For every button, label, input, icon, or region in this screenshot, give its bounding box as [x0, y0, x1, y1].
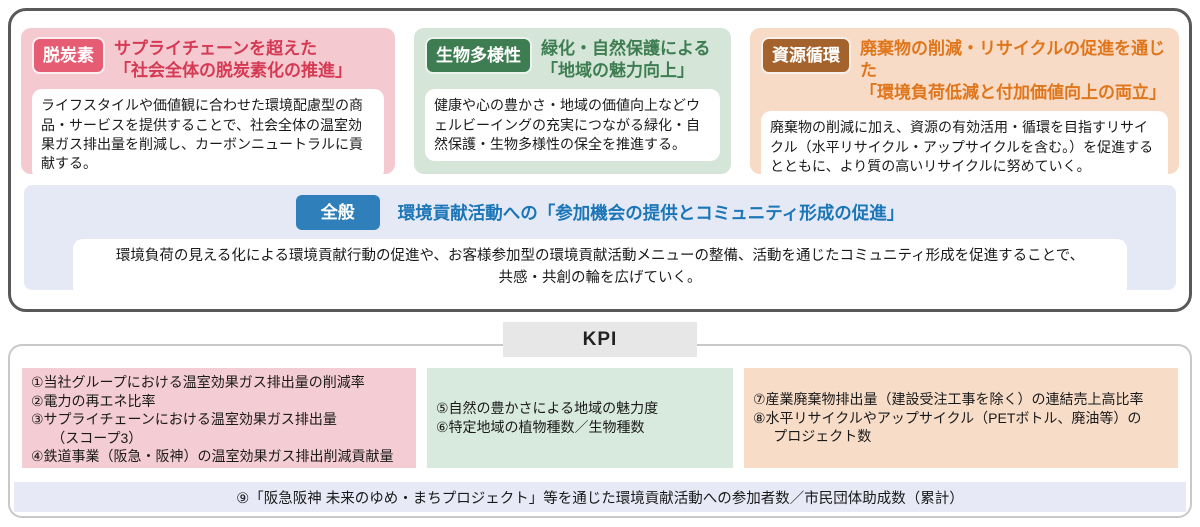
- strategy-panel: 脱炭素 サプライチェーンを超えた 「社会全体の脱炭素化の推進」 ライフスタイルや…: [8, 8, 1192, 312]
- strategy-cards-row: 脱炭素 サプライチェーンを超えた 「社会全体の脱炭素化の推進」 ライフスタイルや…: [21, 28, 1179, 184]
- decarbonization-title: サプライチェーンを超えた 「社会全体の脱炭素化の推進」: [114, 39, 352, 81]
- kpi-panel: ①当社グループにおける温室効果ガス排出量の削減率 ②電力の再エネ比率 ③サプライチェ…: [8, 344, 1192, 518]
- kpi-item: ⑦産業廃棄物排出量（建設受注工事を除く）の連結売上高比率: [753, 391, 1144, 408]
- biodiversity-badge: 生物多様性: [425, 37, 532, 74]
- general-title: 環境貢献活動への「参加機会の提供とコミュニティ形成の促進」: [397, 203, 905, 223]
- card-resource-circulation: 資源循環 廃棄物の削減・リサイクルの促進を通じた 「環境負荷低減と付加価値向上の…: [750, 28, 1179, 184]
- kpi-item: ④鉄道事業（阪急・阪神）の温室効果ガス排出削減貢献量: [31, 448, 394, 465]
- card-biodiversity-header: 生物多様性 緑化・自然保護による 「地域の魅力向上」: [425, 37, 720, 82]
- kpi-item: ③サプライチェーンにおける温室効果ガス排出量 （スコープ3）: [31, 411, 337, 446]
- kpi-group-biodiversity: ⑤自然の豊かさによる地域の魅力度 ⑥特定地域の植物種数／生物種数: [427, 368, 733, 468]
- resource-circulation-description: 廃棄物の削減に加え、資源の有効活用・循環を目指すリサイクル（水平リサイクル・アッ…: [761, 111, 1168, 184]
- kpi-item: ②電力の再エネ比率: [31, 392, 156, 409]
- card-resource-circulation-header: 資源循環 廃棄物の削減・リサイクルの促進を通じた 「環境負荷低減と付加価値向上の…: [761, 37, 1168, 104]
- general-description: 環境負荷の見える化による環境貢献行動の促進や、お客様参加型の環境貢献活動メニュー…: [73, 239, 1127, 297]
- card-decarbonization-header: 脱炭素 サプライチェーンを超えた 「社会全体の脱炭素化の推進」: [32, 37, 384, 82]
- general-band: 全般 環境貢献活動への「参加機会の提供とコミュニティ形成の促進」 環境負荷の見え…: [24, 185, 1176, 297]
- resource-circulation-badge: 資源循環: [761, 37, 851, 74]
- card-decarbonization: 脱炭素 サプライチェーンを超えた 「社会全体の脱炭素化の推進」 ライフスタイルや…: [21, 28, 395, 181]
- kpi-footer-general: ⑨「阪急阪神 未来のゆめ・まちプロジェクト」等を通じた環境貢献活動への参加者数／…: [14, 482, 1186, 512]
- kpi-item: ⑤自然の豊かさによる地域の魅力度: [436, 400, 659, 417]
- decarbonization-description: ライフスタイルや価値観に合わせた環境配慮型の商品・サービスを提供することで、社会…: [32, 89, 384, 181]
- decarbonization-badge: 脱炭素: [32, 37, 105, 74]
- card-biodiversity: 生物多様性 緑化・自然保護による 「地域の魅力向上」 健康や心の豊かさ・地域の価…: [414, 28, 731, 174]
- kpi-heading: KPI: [503, 322, 697, 357]
- kpi-group-decarbonization: ①当社グループにおける温室効果ガス排出量の削減率 ②電力の再エネ比率 ③サプライチェ…: [22, 368, 416, 468]
- kpi-item: ⑥特定地域の植物種数／生物種数: [436, 419, 645, 435]
- biodiversity-title: 緑化・自然保護による 「地域の魅力向上」: [541, 39, 711, 81]
- kpi-item: ①当社グループにおける温室効果ガス排出量の削減率: [31, 374, 365, 390]
- general-band-header: 全般 環境貢献活動への「参加機会の提供とコミュニティ形成の促進」: [36, 195, 1164, 230]
- general-badge: 全般: [295, 195, 380, 230]
- kpi-groups-row: ①当社グループにおける温室効果ガス排出量の削減率 ②電力の再エネ比率 ③サプライチェ…: [22, 368, 1178, 468]
- biodiversity-description: 健康や心の豊かさ・地域の価値向上などウェルビーイングの充実につながる緑化・自然保…: [425, 89, 720, 162]
- kpi-item: ⑧水平リサイクルやアップサイクル（PETボトル、廃油等）の プロジェクト数: [753, 409, 1142, 445]
- resource-circulation-title: 廃棄物の削減・リサイクルの促進を通じた 「環境負荷低減と付加価値向上の両立」: [860, 39, 1166, 103]
